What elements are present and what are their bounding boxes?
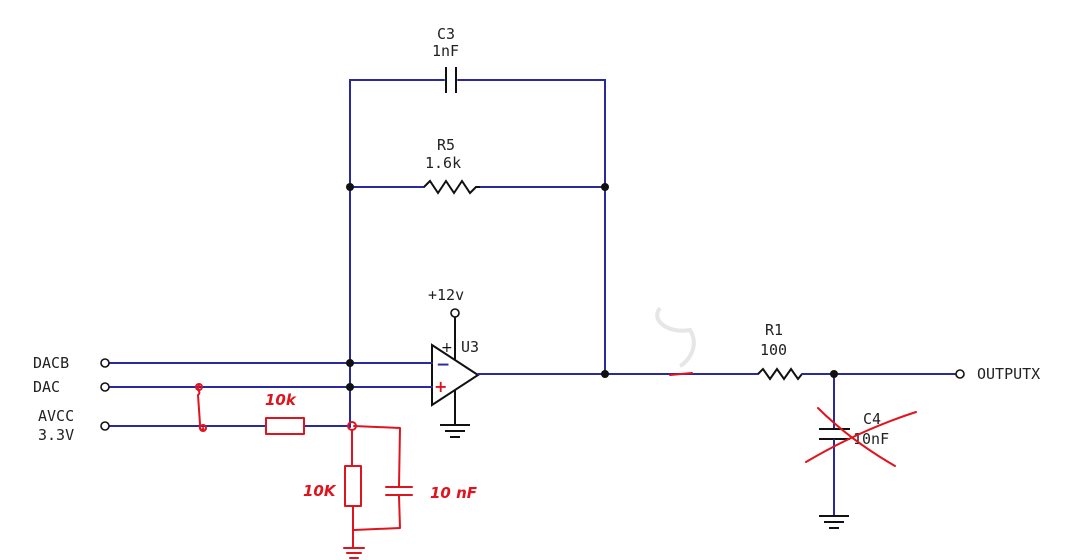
ground-icon bbox=[440, 424, 470, 438]
ground-icon bbox=[819, 515, 849, 529]
dac-label: DAC bbox=[33, 378, 60, 396]
avcc-voltage-label: 3.3V bbox=[38, 426, 74, 444]
resistor-r5 bbox=[423, 179, 480, 195]
plus-supply-sign: + bbox=[441, 340, 453, 356]
junction-dot bbox=[346, 359, 354, 367]
c3-wire-right bbox=[457, 79, 606, 188]
r5-value-label: 1.6k bbox=[425, 154, 461, 172]
resistor-10k-bottom-label: 10K bbox=[303, 482, 337, 500]
junction-dot bbox=[346, 183, 354, 191]
r1-value-label: 100 bbox=[760, 341, 787, 359]
c4-value-label: 10nF bbox=[853, 430, 889, 448]
c3-wire-left bbox=[349, 79, 445, 188]
inverting-input-sign: − bbox=[436, 355, 450, 375]
capacitor-10nf-label: 10 nF bbox=[430, 484, 478, 502]
feedback-network: C3 1nF R5 1.6k bbox=[349, 25, 606, 428]
dac-avcc-link bbox=[197, 384, 205, 432]
red-wire bbox=[353, 495, 401, 531]
junction-dot bbox=[830, 370, 838, 378]
input-wires: DACB DAC AVCC 3.3V bbox=[33, 354, 433, 444]
whiteout-artifact bbox=[655, 306, 696, 368]
output-red-mark bbox=[669, 372, 693, 376]
resistor-10k-top-label: 10k bbox=[265, 391, 297, 409]
junction-dot bbox=[601, 183, 609, 191]
output-label: OUTPUTX bbox=[977, 365, 1040, 383]
capacitor-c4 bbox=[819, 428, 850, 440]
red-node bbox=[195, 383, 203, 391]
resistor-r1 bbox=[757, 367, 803, 381]
red-node bbox=[199, 424, 207, 432]
output-stage: R1 100 OUTPUTX C4 10nF bbox=[477, 321, 1040, 529]
c3-ref-label: C3 bbox=[437, 25, 455, 43]
dac-terminal bbox=[100, 382, 110, 392]
red-wire bbox=[353, 425, 401, 487]
capacitor-c3 bbox=[445, 67, 457, 93]
noninverting-input-sign: + bbox=[434, 377, 447, 396]
handwritten-additions: 10k 10K 10 nF bbox=[195, 383, 478, 559]
avcc-label: AVCC bbox=[38, 407, 74, 425]
supply-terminal bbox=[450, 308, 460, 318]
dacb-label: DACB bbox=[33, 354, 69, 372]
junction-dot bbox=[601, 370, 609, 378]
r1-ref-label: R1 bbox=[765, 321, 783, 339]
ground-icon bbox=[343, 547, 365, 559]
r5-ref-label: R5 bbox=[437, 136, 455, 154]
c4-ref-label: C4 bbox=[863, 410, 881, 428]
c3-value-label: 1nF bbox=[432, 42, 459, 60]
capacitor-10nf bbox=[385, 486, 413, 496]
dacb-terminal bbox=[100, 358, 110, 368]
u3-label: U3 bbox=[461, 338, 479, 356]
junction-dots bbox=[346, 183, 838, 391]
resistor-10k-bottom bbox=[344, 465, 362, 507]
supply-label: +12v bbox=[428, 286, 464, 304]
junction-dot bbox=[346, 383, 354, 391]
resistor-10k-top bbox=[265, 417, 305, 435]
opamp-u3: +12v U3 − + + bbox=[428, 286, 480, 438]
avcc-terminal bbox=[100, 421, 110, 431]
output-terminal bbox=[955, 369, 965, 379]
c4-crossout-mark bbox=[805, 407, 917, 467]
